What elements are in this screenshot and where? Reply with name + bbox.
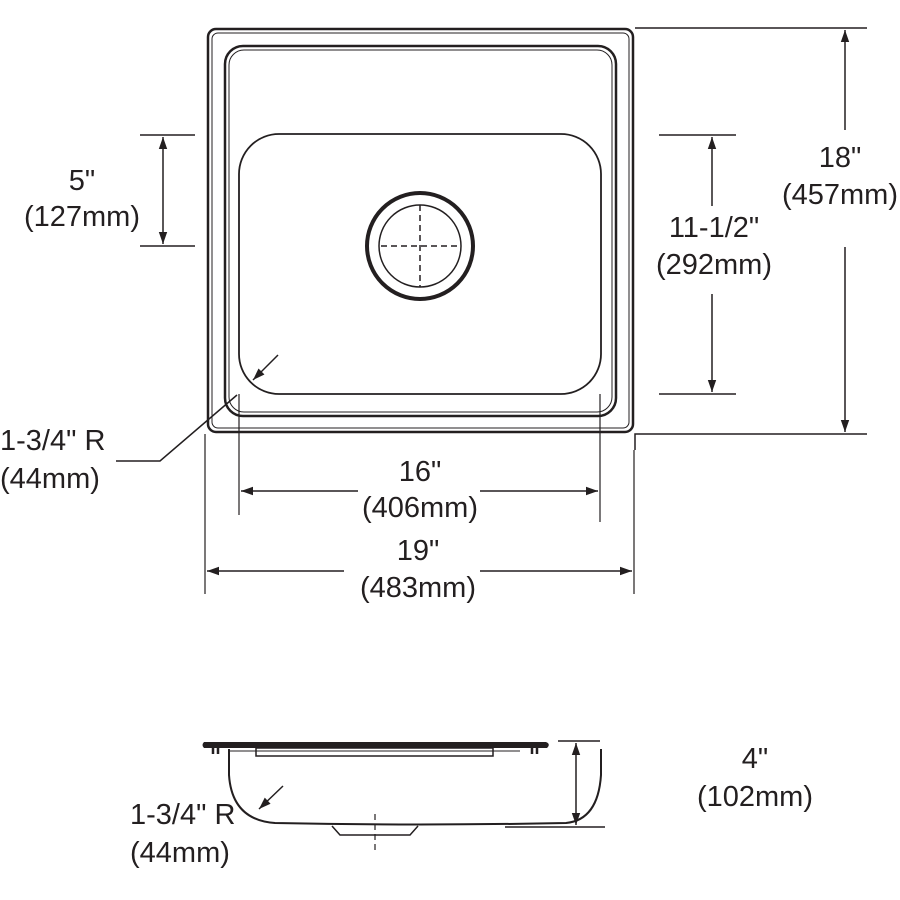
outer-rim-inner <box>211 32 630 429</box>
dim-bowl-offset: 5" (127mm) <box>24 134 195 247</box>
dim-19-imperial: 19" <box>397 535 440 567</box>
clip-right-icon <box>530 748 539 754</box>
side-ledge <box>255 747 494 757</box>
dim-4-imperial: 4" <box>742 743 768 775</box>
dim-overall-length: 18" (457mm) <box>634 27 898 450</box>
radius-top-metric: (44mm) <box>0 463 100 495</box>
dim-18-imperial: 18" <box>819 142 862 174</box>
dim-4-metric: (102mm) <box>697 781 813 813</box>
bowl-outline <box>238 133 602 395</box>
side-rim <box>202 742 549 748</box>
dim-16-imperial: 16" <box>399 456 442 488</box>
dim-bowl-length: 11-1/2" (292mm) <box>656 134 772 395</box>
dim-11-5-metric: (292mm) <box>656 249 772 281</box>
dim-19-metric: (483mm) <box>360 572 476 604</box>
radius-side-metric: (44mm) <box>130 837 230 869</box>
dim-depth: 4" (102mm) <box>505 740 813 828</box>
dim-18-metric: (457mm) <box>782 179 898 211</box>
dim-5-imperial: 5" <box>69 165 95 197</box>
dim-corner-radius-side: 1-3/4" R (44mm) <box>130 785 284 869</box>
dim-corner-radius-top: 1-3/4" R (44mm) <box>0 354 279 495</box>
top-view-sink <box>206 27 635 434</box>
dim-overall-width: 19" (483mm) <box>204 434 635 604</box>
dim-5-metric: (127mm) <box>24 201 140 233</box>
drain-outer <box>365 191 475 301</box>
inner-ledge-inner <box>228 49 613 413</box>
dim-16-metric: (406mm) <box>362 492 478 524</box>
radius-side-imperial: 1-3/4" R <box>130 799 235 831</box>
dim-bowl-width: 16" (406mm) <box>238 394 601 524</box>
inner-ledge <box>223 44 618 418</box>
side-bowl-profile <box>228 749 602 826</box>
side-view-sink <box>202 742 602 851</box>
outer-rim <box>206 27 635 434</box>
dim-11-5-imperial: 11-1/2" <box>669 212 759 244</box>
clip-left-icon <box>211 748 220 754</box>
radius-top-imperial: 1-3/4" R <box>0 425 105 457</box>
